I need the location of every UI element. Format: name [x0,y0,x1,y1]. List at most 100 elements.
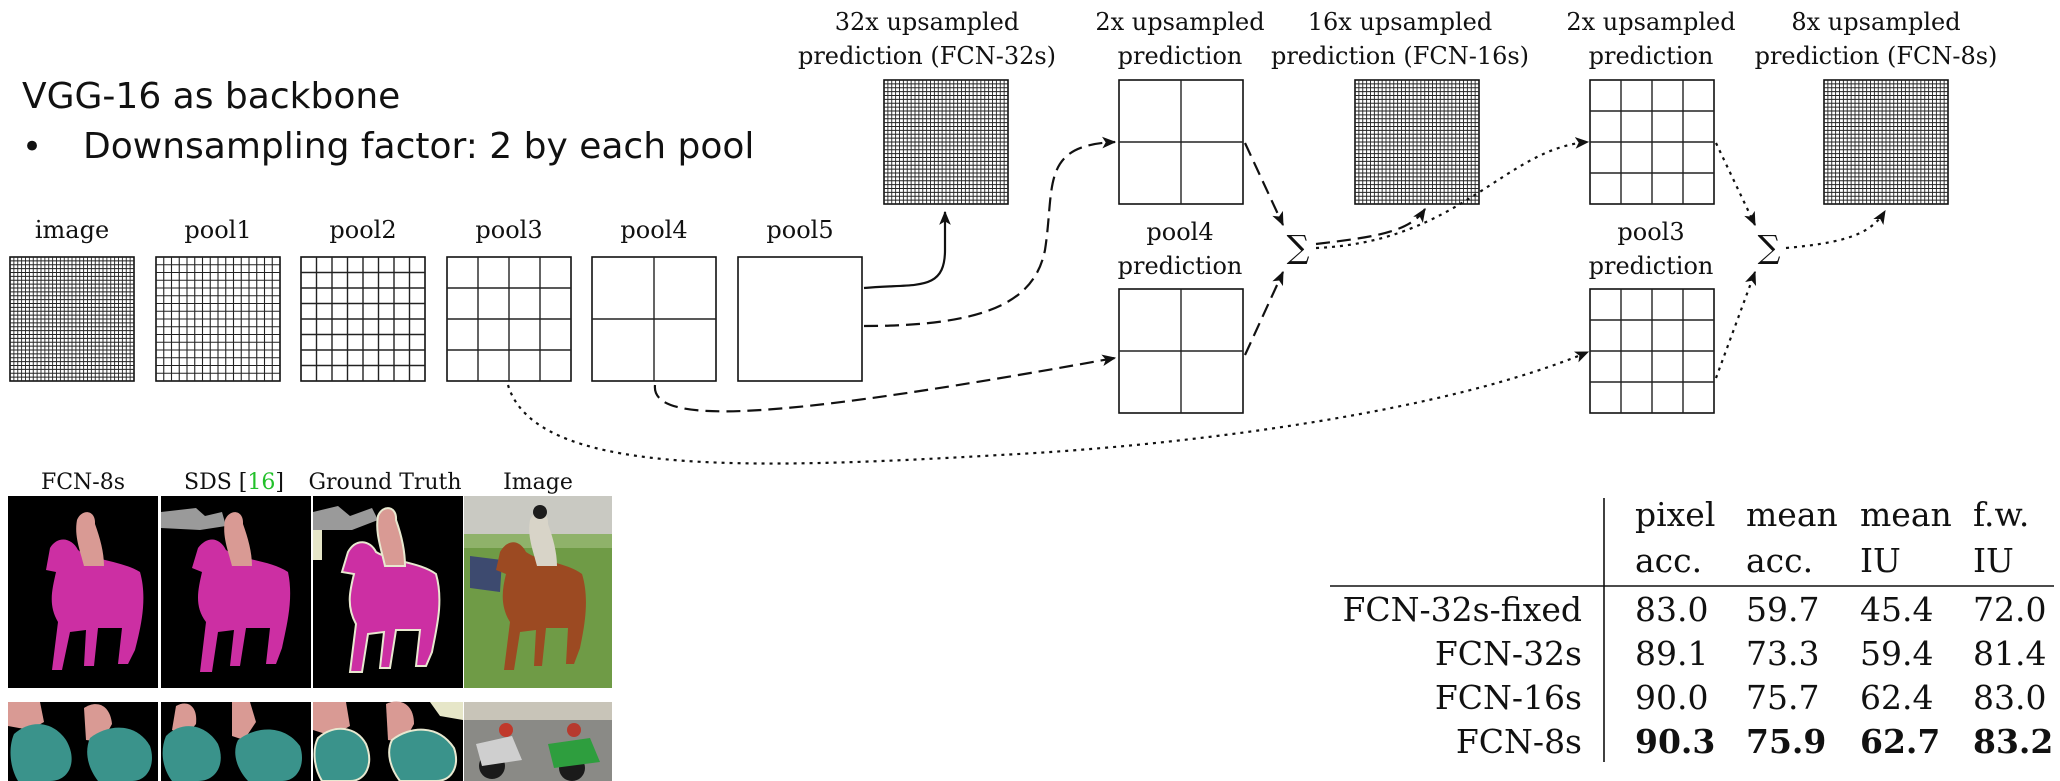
col-header-fw-iu-2: IU [1973,541,2014,580]
results-table: pixel mean mean f.w. acc. acc. IU IU FCN… [1330,495,2054,762]
example-fcn8s-horse [8,496,158,688]
fcn32-label-line2: prediction (FCN-32s) [798,42,1056,70]
header-image: Image [503,470,573,495]
grid-pool5 [737,256,863,382]
slide-title: VGG-16 as backbone [22,76,400,117]
cell-value: 75.7 [1746,678,1819,717]
rider-segment [224,512,252,566]
cell-value: 72.0 [1973,590,2046,629]
fcn16-label-line2: prediction (FCN-16s) [1271,42,1529,70]
bike-segment [162,726,221,781]
grid-up2b [1589,79,1715,205]
row-name: FCN-32s-fixed [1342,590,1582,629]
rider-segment [376,507,407,567]
row-name: FCN-32s [1435,634,1582,673]
col-header-mean-iu-1: mean [1860,495,1952,534]
layer-label-pool2: pool2 [329,216,396,244]
example-headers: FCN-8s SDS [16] Ground Truth Image [41,470,573,495]
arrow-sum2-to-fcn8 [1785,210,1886,250]
bike-segment [388,728,457,781]
example-gt-horse [313,496,463,688]
arrow-pool5-to-up2a [863,136,1117,328]
layer-label-image: image [35,216,109,244]
layer-labels: image pool1 pool2 pool3 pool4 pool5 [35,216,834,244]
arrow-up2b-to-sum2 [1715,142,1756,227]
pool4pred-label-line2: prediction [1118,252,1243,280]
cell-value: 59.4 [1860,634,1933,673]
cell-value: 62.4 [1860,678,1933,717]
fcn16-label-line1: 16x upsampled [1308,8,1493,36]
person-segment [313,702,350,736]
cell-value: 81.4 [1973,634,2046,673]
pool3pred-label-line2: prediction [1589,252,1714,280]
cell-value: 83.0 [1635,590,1708,629]
bullet-marker: • [22,127,42,167]
arrow-pool3-to-pool3pred [506,350,1590,465]
header-fcn8s: FCN-8s [41,470,125,495]
arrow-sum1-to-up2b [1315,137,1590,250]
up2b-label-line2: prediction [1589,42,1714,70]
header-sds: SDS [16] [184,470,284,495]
rider-photo [529,512,557,566]
up2a-label-line2: prediction [1118,42,1243,70]
prediction-labels: 32x upsampled prediction (FCN-32s) 2x up… [798,8,1997,280]
flag-shape [470,556,502,592]
up2b-label-line1: 2x upsampled [1566,8,1735,36]
horse-photo [496,542,586,670]
grid-fcn8 [1823,79,1949,205]
col-header-mean-acc-1: mean [1746,495,1838,534]
example-fcn8s-bikes [8,702,158,781]
rider-segment [76,512,104,566]
bike-photo-2 [548,738,600,768]
pool3pred-label-line1: pool3 [1617,218,1684,246]
grid-image [9,256,135,382]
pool4pred-label-line1: pool4 [1146,218,1213,246]
cell-value: 59.7 [1746,590,1819,629]
grid-up2a [1118,79,1244,205]
cell-value-bold: 62.7 [1860,722,1940,761]
cell-value-bold: 75.9 [1746,722,1826,761]
clutter-segment [313,506,378,530]
person-segment [8,702,44,730]
example-sds-horse [161,496,311,688]
void-outline [313,530,322,560]
up2a-label-line1: 2x upsampled [1095,8,1264,36]
layer-label-pool5: pool5 [766,216,833,244]
cell-value-bold: 90.3 [1635,722,1715,761]
col-header-mean-iu-2: IU [1860,541,1901,580]
col-header-pixel-acc-2: acc. [1635,541,1702,580]
bike-segment [235,729,302,781]
horse-segment [340,541,441,673]
cell-value: 45.4 [1860,590,1933,629]
arrow-sum1-to-fcn16 [1315,208,1426,246]
sum-symbol-2: ∑ [1758,228,1781,266]
grid-fcn16 [1354,79,1480,205]
person-segment [232,702,256,740]
cell-value: 73.3 [1746,634,1819,673]
grid-border [737,256,863,382]
fcn32-label-line1: 32x upsampled [835,8,1020,36]
arrow-up2a-to-sum1 [1244,142,1284,227]
example-gt-bikes [313,701,463,781]
sum-symbol-1: ∑ [1287,228,1310,266]
bike-segment [87,727,152,781]
cell-value: 83.0 [1973,678,2046,717]
layer-label-pool3: pool3 [475,216,542,244]
col-header-pixel-acc-1: pixel [1635,495,1715,534]
bike-segment [10,724,72,781]
arrow-pool3pred-to-sum2 [1714,270,1757,379]
grid-pool3 [446,256,572,382]
example-image-bikes [464,702,612,781]
grid-pool4 [591,256,717,382]
arrow-pool4-to-pool4pred [653,354,1117,413]
header-ground-truth: Ground Truth [308,470,461,495]
arrows [506,136,1886,465]
bullet-text: Downsampling factor: 2 by each pool [83,126,754,167]
bike-segment [313,728,371,781]
void-outline [430,702,463,720]
col-header-fw-iu-1: f.w. [1973,495,2029,534]
arrow-pool4pred-to-sum1 [1243,270,1285,356]
row-name: FCN-8s [1456,722,1582,761]
row-name: FCN-16s [1435,678,1582,717]
